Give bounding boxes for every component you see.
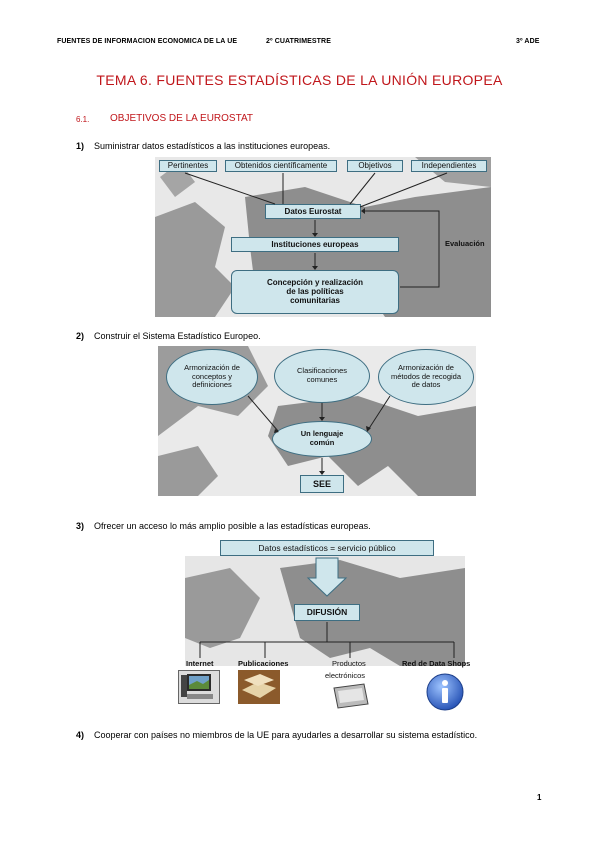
box-obtenidos: Obtenidos científicamente	[225, 160, 337, 172]
publications-icon	[238, 670, 280, 704]
label-evaluacion: Evaluación	[445, 239, 485, 248]
connectors	[247, 395, 391, 475]
figure-eurostat-data: Pertinentes Obtenidos científicamente Ob…	[155, 157, 491, 317]
list-item: 4) Cooperar con países no miembros de la …	[76, 730, 477, 740]
header-left: FUENTES DE INFORMACION ECONOMICA DE LA U…	[57, 38, 238, 45]
item-number: 2)	[76, 331, 85, 341]
header-right: 3º ADE	[516, 38, 540, 45]
list-item: 2) Construir el Sistema Estadístico Europ…	[76, 331, 261, 341]
label-productos: Productos	[332, 659, 366, 668]
header-middle: 2º CUATRIMESTRE	[266, 38, 331, 45]
label-publicaciones: Publicaciones	[238, 659, 289, 668]
figure-difusion: Datos estadísticos = servicio público DI…	[170, 538, 478, 714]
box-difusion: DIFUSIÓN	[294, 604, 360, 621]
box-instituciones: Instituciones europeas	[231, 237, 399, 252]
item-text: Cooperar con países no miembros de la UE…	[94, 730, 478, 740]
item-text: Suministrar datos estadísticos a las ins…	[94, 141, 331, 151]
electronic-products-icon	[330, 682, 370, 710]
item-text: Ofrecer un acceso lo más amplio posible …	[94, 521, 371, 531]
box-datos-servicio-publico: Datos estadísticos = servicio público	[220, 540, 434, 556]
section-number: 6.1.	[76, 115, 90, 124]
list-item: 1) Suministrar datos estadísticos a las i…	[76, 141, 330, 151]
label-electronicos: electrónicos	[325, 671, 366, 680]
box-see: SEE	[300, 475, 344, 493]
section-title: OBJETIVOS DE LA EUROSTAT	[110, 113, 253, 124]
box-independientes: Independientes	[411, 160, 487, 172]
label-data-shops: Red de Data Shops	[402, 659, 471, 668]
item-number: 4)	[76, 730, 85, 740]
list-item: 3) Ofrecer un acceso lo más amplio posibl…	[76, 521, 371, 531]
computer-icon	[178, 670, 220, 704]
connectors	[199, 557, 455, 658]
box-objetivos: Objetivos	[347, 160, 403, 172]
page-number: 1	[537, 793, 542, 802]
item-number: 1)	[76, 141, 85, 151]
box-concepcion: Concepción y realización de las política…	[231, 270, 399, 314]
box-datos-eurostat: Datos Eurostat	[265, 204, 361, 219]
item-text: Construir el Sistema Estadístico Europeo…	[94, 331, 261, 341]
label-internet: Internet	[186, 659, 214, 668]
info-icon	[425, 672, 465, 712]
box-pertinentes: Pertinentes	[159, 160, 217, 172]
item-number: 3)	[76, 521, 85, 531]
page-title: TEMA 6. FUENTES ESTADÍSTICAS DE LA UNIÓN…	[96, 72, 503, 88]
connectors	[184, 172, 448, 288]
